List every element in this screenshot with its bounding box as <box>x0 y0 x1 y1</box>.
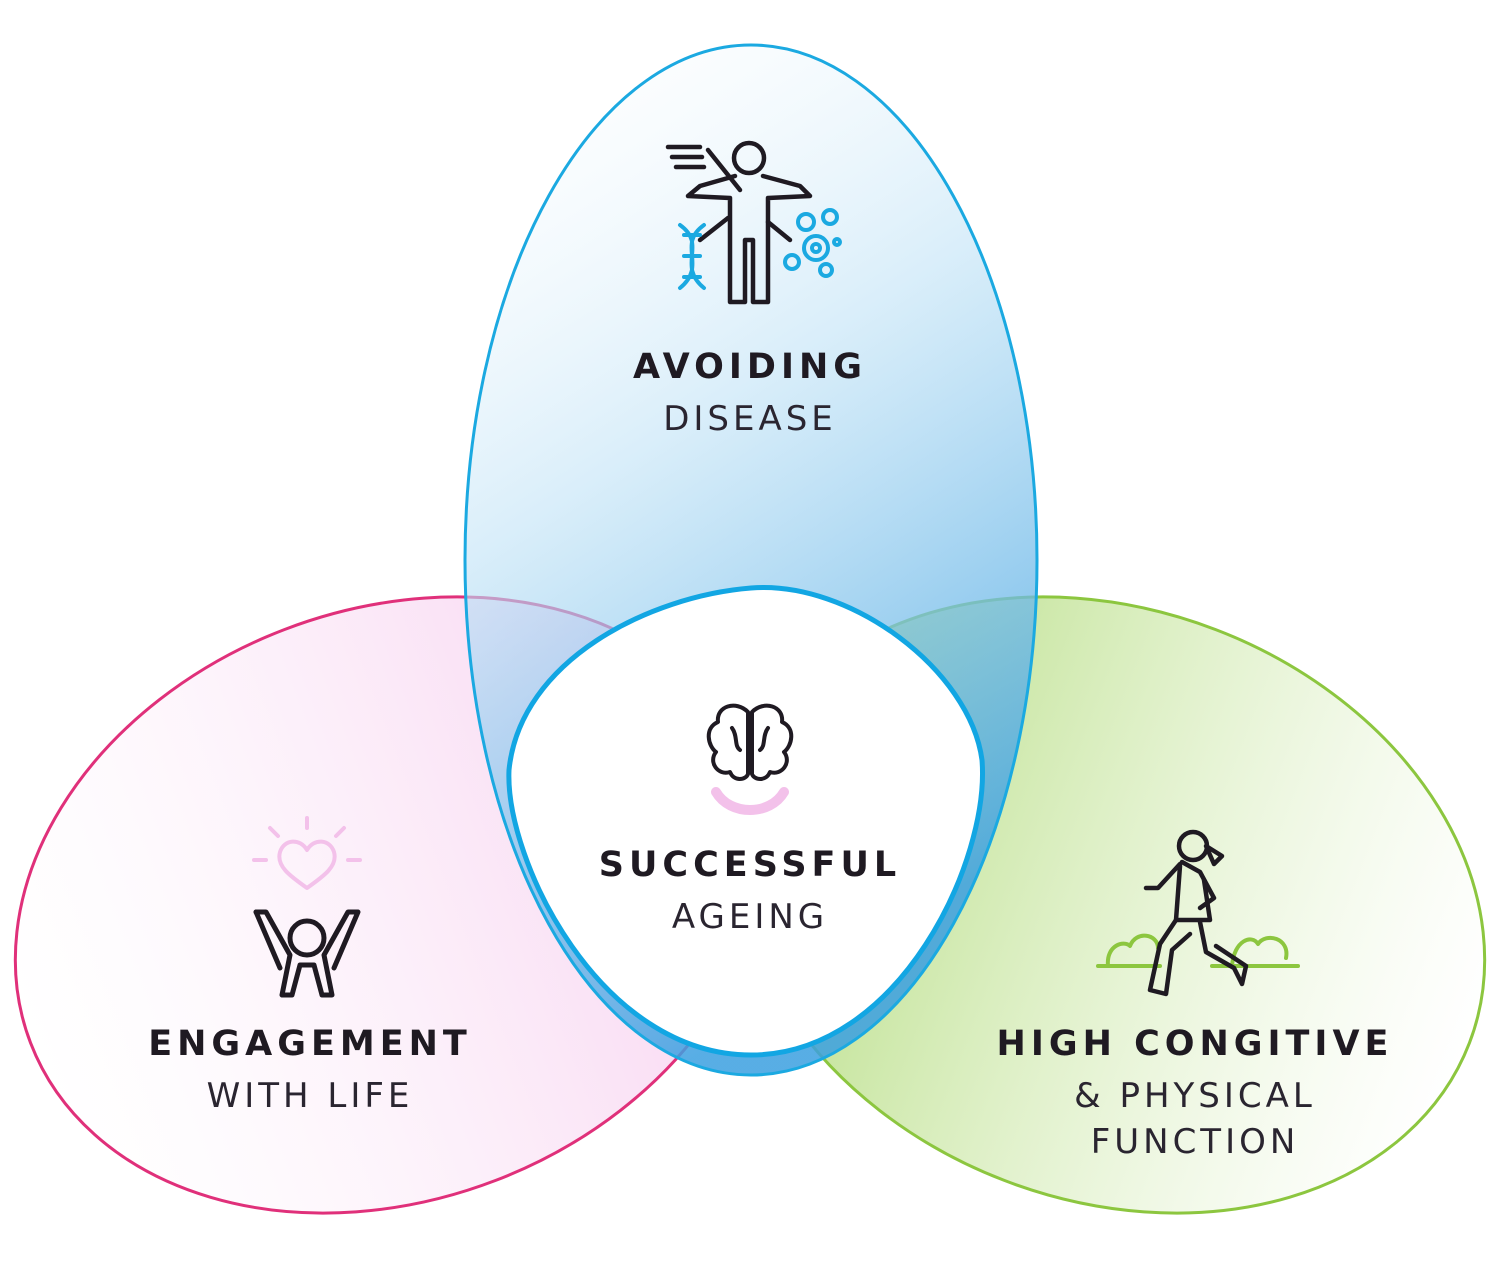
label-high-function: HIGH CONGITIVE & PHYSICAL FUNCTION <box>980 1024 1410 1162</box>
circle-successful-ageing <box>506 585 985 1058</box>
label-engagement: ENGAGEMENT WITH LIFE <box>120 1024 500 1116</box>
label-subtitle-1: & PHYSICAL <box>1074 1076 1316 1116</box>
label-title: SUCCESSFUL <box>598 845 902 885</box>
label-subtitle-2: FUNCTION <box>1090 1122 1300 1162</box>
label-subtitle: AGEING <box>671 897 829 937</box>
runner-icon <box>1096 829 1300 997</box>
raised-arms-heart-icon <box>252 816 362 998</box>
label-subtitle: DISEASE <box>663 399 837 439</box>
label-title: ENGAGEMENT <box>148 1024 472 1064</box>
label-avoiding-disease: AVOIDING DISEASE <box>600 347 900 439</box>
brain-smile-icon <box>706 703 794 815</box>
label-subtitle: WITH LIFE <box>206 1076 414 1116</box>
human-body-health-icon <box>665 140 842 305</box>
label-title: HIGH CONGITIVE <box>996 1024 1394 1064</box>
label-successful-ageing: SUCCESSFUL AGEING <box>580 845 920 937</box>
label-title: AVOIDING <box>632 347 868 387</box>
